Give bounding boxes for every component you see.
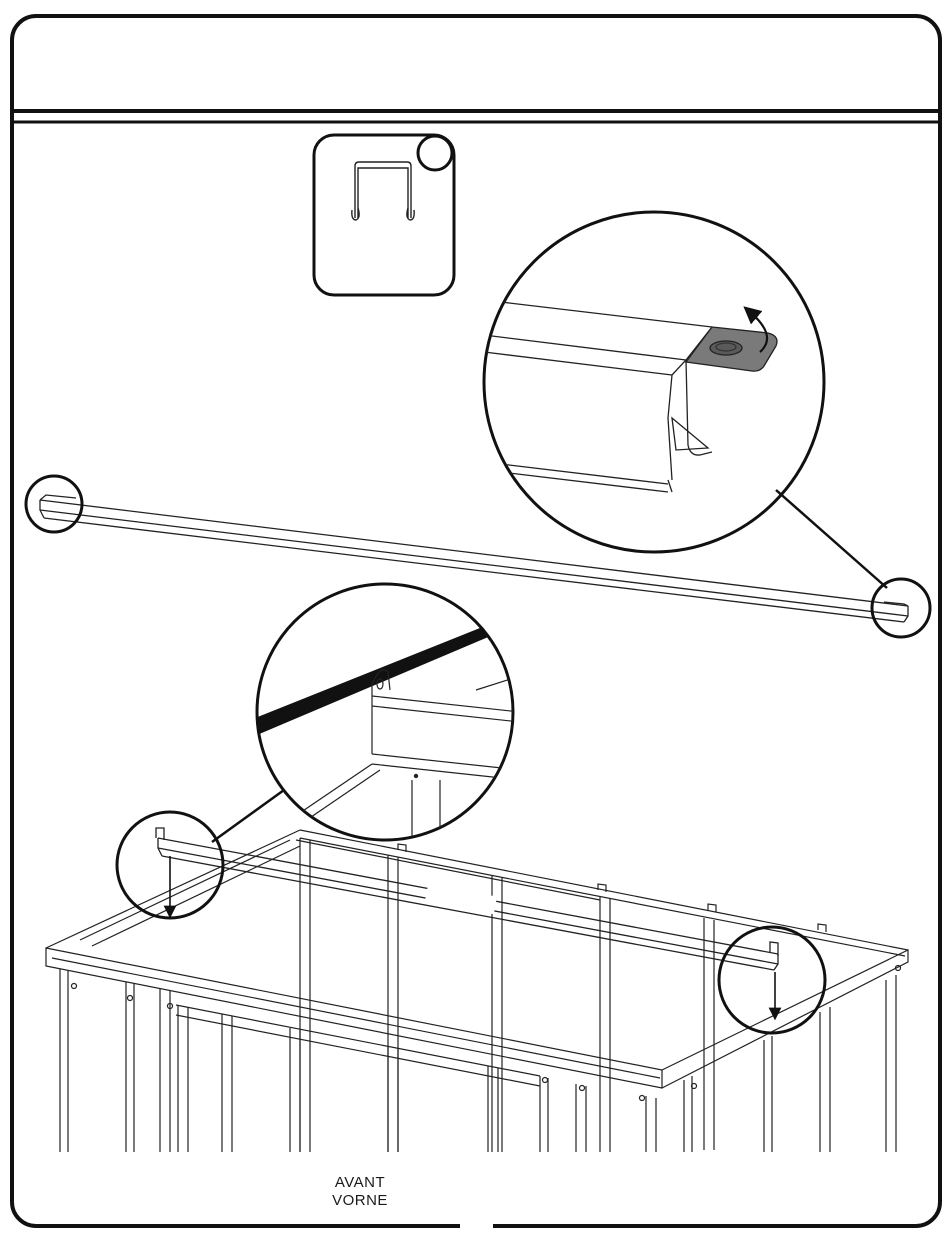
beam-break [425, 884, 497, 915]
roof-beam [40, 495, 908, 622]
detail-beam-end [484, 212, 824, 552]
beam-end-right-circle [872, 579, 930, 637]
part-callout [314, 135, 454, 295]
shed-frame [46, 830, 908, 1152]
leader-line-middle [212, 790, 284, 842]
front-label-line1: AVANT [300, 1174, 420, 1192]
part-quantity-circle [418, 136, 452, 170]
front-label-line2: VORNE [300, 1192, 420, 1210]
footer-gap [460, 1214, 493, 1230]
leader-line-top [776, 490, 887, 588]
detail-joint [250, 584, 520, 860]
